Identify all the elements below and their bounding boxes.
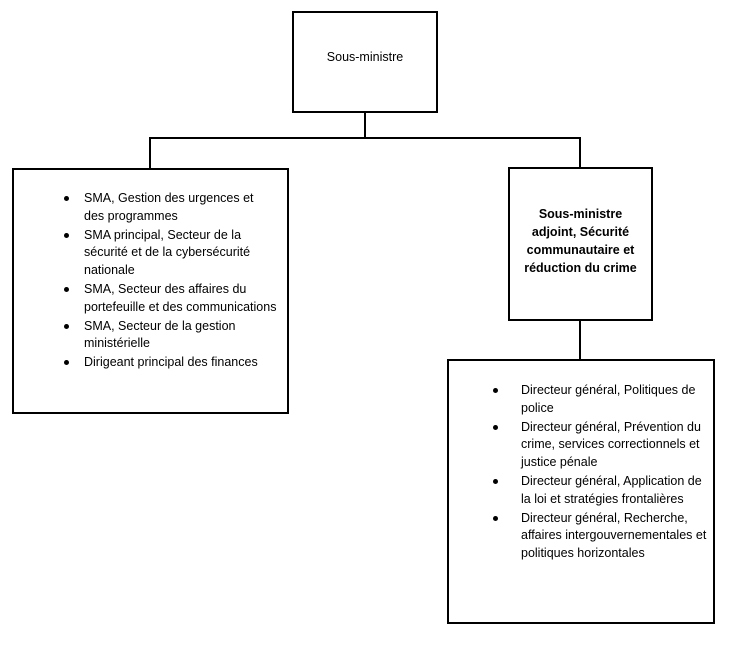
associate-deputy-minister-box: Sous-ministre adjoint, Sécurité communau… [508,167,653,321]
directors-general-box: Directeur général, Politiques de police … [447,359,715,624]
list-item: Dirigeant principal des finances [24,354,277,372]
adm-sectors-list: SMA, Gestion des urgences et des program… [24,190,277,372]
bullet-icon [493,424,498,430]
list-item: SMA principal, Secteur de la sécurité et… [24,227,277,280]
list-item: Directeur général, Prévention du crime, … [459,419,707,472]
bullet-icon [64,232,69,238]
list-item: Directeur général, Recherche, affaires i… [459,510,707,563]
list-item: SMA, Secteur des affaires du portefeuill… [24,281,277,317]
list-item: Directeur général, Application de la loi… [459,473,707,509]
bullet-icon [493,388,498,393]
directors-general-list: Directeur général, Politiques de police … [459,382,707,563]
bullet-icon [493,515,498,521]
list-item: Directeur général, Politiques de police [459,382,707,418]
deputy-minister-title: Sous-ministre [326,50,404,64]
adm-sectors-box: SMA, Gestion des urgences et des program… [12,168,289,414]
associate-deputy-minister-title: Sous-ministre adjoint, Sécurité communau… [524,207,637,275]
bullet-icon [493,478,498,484]
list-item: SMA, Secteur de la gestion ministérielle [24,318,277,354]
bullet-icon [64,196,69,201]
list-item: SMA, Gestion des urgences et des program… [24,190,277,226]
deputy-minister-box: Sous-ministre [292,11,438,113]
bullet-icon [64,286,69,292]
bullet-icon [64,323,69,329]
bullet-icon [64,360,69,366]
